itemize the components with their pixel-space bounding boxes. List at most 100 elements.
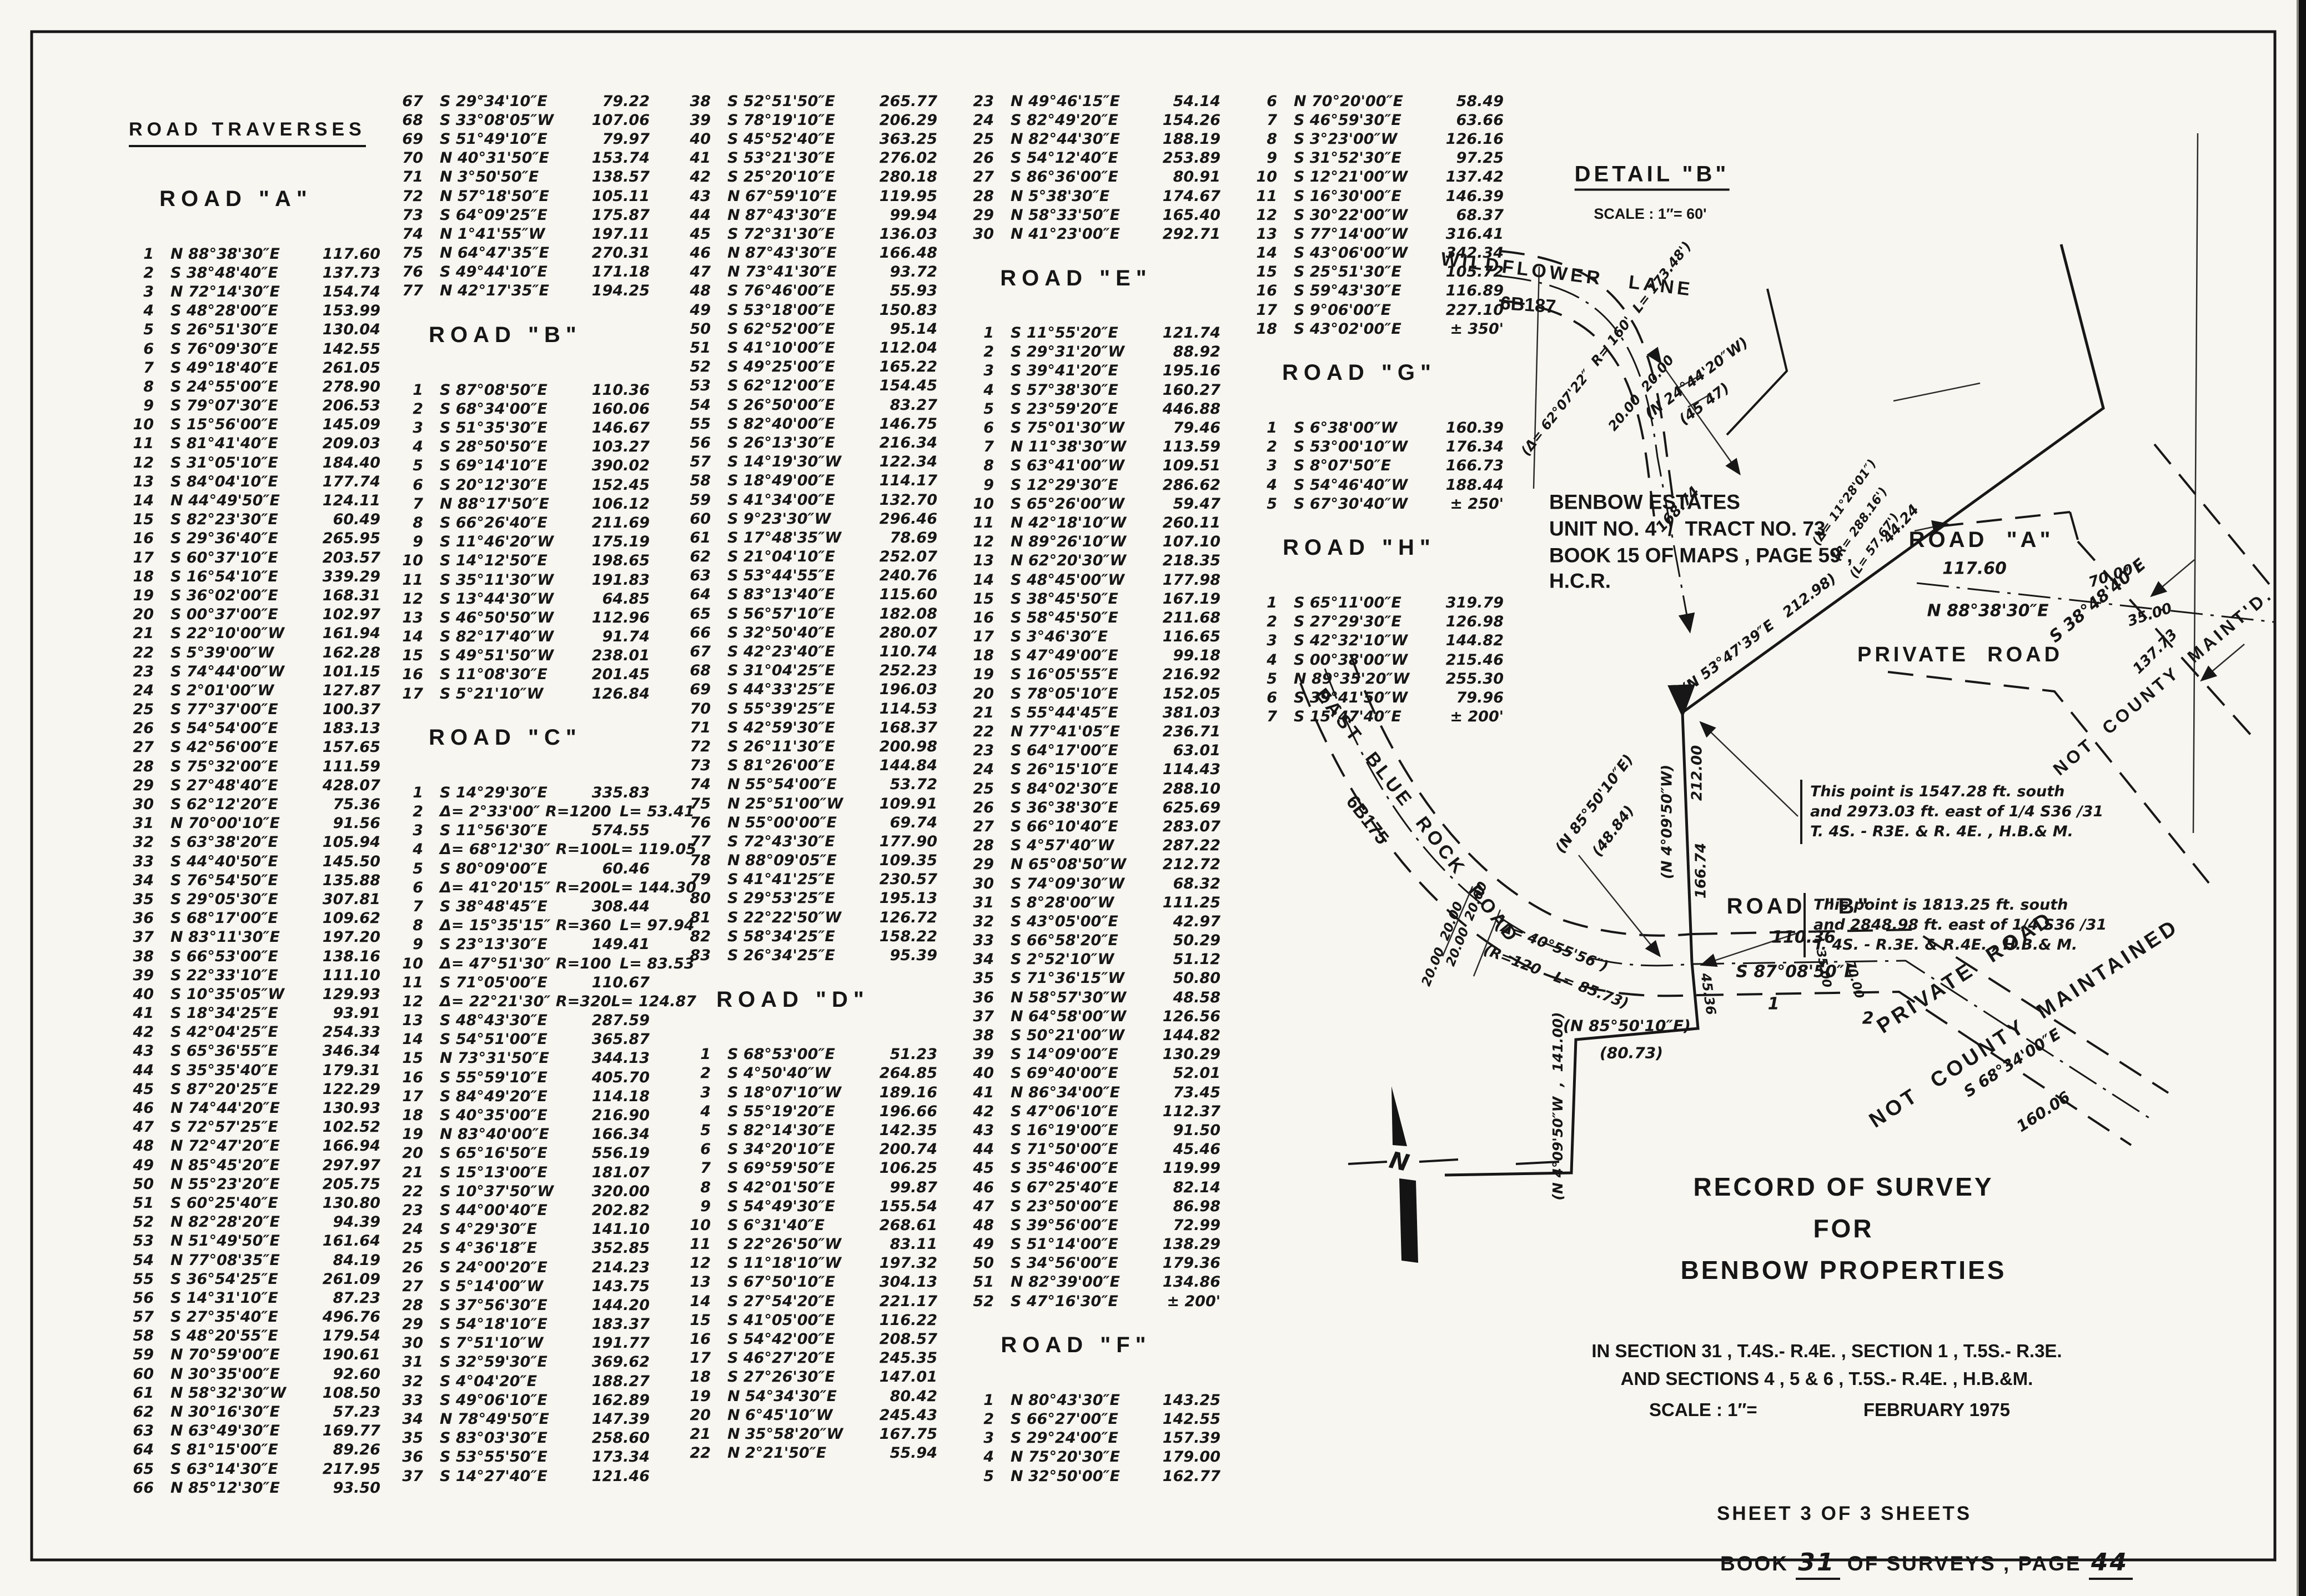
course-number: 21 <box>402 1163 423 1181</box>
course-bearing: S 86°36'00″E <box>1011 168 1118 186</box>
course-number: 2 <box>1267 613 1277 631</box>
course-bearing: S 56°57'10″E <box>727 605 835 623</box>
course-bearing: S 34°20'10″E <box>727 1141 835 1158</box>
course-number: 54 <box>690 396 711 414</box>
course-bearing: S 48°45'00″W <box>1011 571 1125 589</box>
course-distance: 126.72 <box>879 909 937 926</box>
course-number: 30 <box>402 1334 423 1352</box>
course-bearing: S 27°54'20″E <box>727 1292 835 1310</box>
course-bearing: S 26°51'30″E <box>170 321 278 339</box>
course-distance: 276.02 <box>879 149 937 167</box>
course-bearing: N 11°38'30″W <box>1011 438 1127 456</box>
course-number: 7 <box>983 438 994 456</box>
course-bearing: S 43°02'00″E <box>1294 320 1401 338</box>
course-number: 31 <box>133 815 154 832</box>
course-distance: 162.89 <box>591 1391 650 1409</box>
course-distance: ± 250' <box>1450 495 1504 513</box>
course-bearing: S 48°20'55″E <box>170 1327 278 1345</box>
course-bearing: S 55°44'45″E <box>1011 704 1118 721</box>
course-distance: 154.45 <box>879 377 937 395</box>
course-number: 71 <box>690 719 711 736</box>
survey-note-line: and 2848.98 ft. east of 1/4 S36 /31 <box>1813 916 2107 933</box>
course-bearing: S 51°35'30″E <box>440 419 547 437</box>
course-bearing: S 45°52'40″E <box>727 130 835 148</box>
dim-8073: (80.73) <box>1599 1043 1664 1062</box>
course-distance: 142.35 <box>879 1121 937 1139</box>
course-bearing: S 42°23'40″E <box>727 643 835 661</box>
course-bearing: N 88°09'05″E <box>727 852 837 870</box>
course-number: 10 <box>133 416 154 434</box>
course-distance: 121.46 <box>591 1467 650 1485</box>
course-distance: ± 200' <box>1167 1292 1220 1310</box>
course-bearing: S 84°49'20″E <box>440 1087 547 1105</box>
course-bearing: S 47°06'10″E <box>1011 1102 1118 1120</box>
course-number: 79 <box>690 871 711 889</box>
course-number: 66 <box>690 624 711 641</box>
course-number: 8 <box>1267 130 1277 148</box>
course-number: 5 <box>413 457 423 475</box>
course-number: 53 <box>690 377 711 395</box>
course-bearing: S 29°05'30″E <box>170 890 278 908</box>
course-number: 23 <box>133 663 154 680</box>
course-bearing: S 55°39'25″E <box>727 700 835 717</box>
course-number: 2 <box>983 343 994 361</box>
course-bearing: N 2°21'50″E <box>727 1444 827 1462</box>
course-distance: 60.49 <box>333 511 380 529</box>
course-distance: 202.82 <box>591 1201 650 1219</box>
course-bearing: S 38°48'40″E <box>170 264 278 282</box>
course-number: 37 <box>133 929 154 946</box>
course-number: 44 <box>973 1141 994 1158</box>
course-bearing: N 70°59'00″E <box>170 1346 280 1364</box>
course-number: 50 <box>973 1254 994 1272</box>
course-number: 20 <box>402 1145 423 1162</box>
course-distance: 188.19 <box>1162 130 1220 148</box>
course-bearing: S 65°36'55″E <box>170 1042 278 1060</box>
course-number: 5 <box>983 1467 994 1485</box>
course-number: 65 <box>133 1460 154 1478</box>
course-bearing: Δ= 68°12'30″ R=100 <box>440 841 611 859</box>
course-distance: 342.34 <box>1445 244 1504 262</box>
course-number: 18 <box>973 647 994 665</box>
course-distance: 304.13 <box>879 1273 937 1291</box>
course-number: 36 <box>973 988 994 1006</box>
course-distance: 278.90 <box>322 378 380 395</box>
course-bearing: S 38°45'50″E <box>1011 590 1118 608</box>
course-number: 45 <box>133 1080 154 1098</box>
course-distance: 161.64 <box>322 1232 380 1250</box>
course-bearing: Δ= 22°21'30″ R=320 <box>440 992 611 1010</box>
course-distance: 55.94 <box>890 1444 937 1462</box>
course-distance: 87.23 <box>333 1289 380 1307</box>
course-distance: 203.57 <box>322 549 380 566</box>
course-distance: 130.04 <box>322 321 380 339</box>
course-number: 2 <box>143 264 154 282</box>
course-number: 8 <box>983 457 994 475</box>
course-distance: 138.29 <box>1162 1236 1220 1253</box>
course-bearing: N 77°41'05″E <box>1011 723 1120 741</box>
course-distance: 48.58 <box>1173 988 1220 1006</box>
course-distance: 75.36 <box>333 796 380 814</box>
course-number: 17 <box>402 685 423 702</box>
